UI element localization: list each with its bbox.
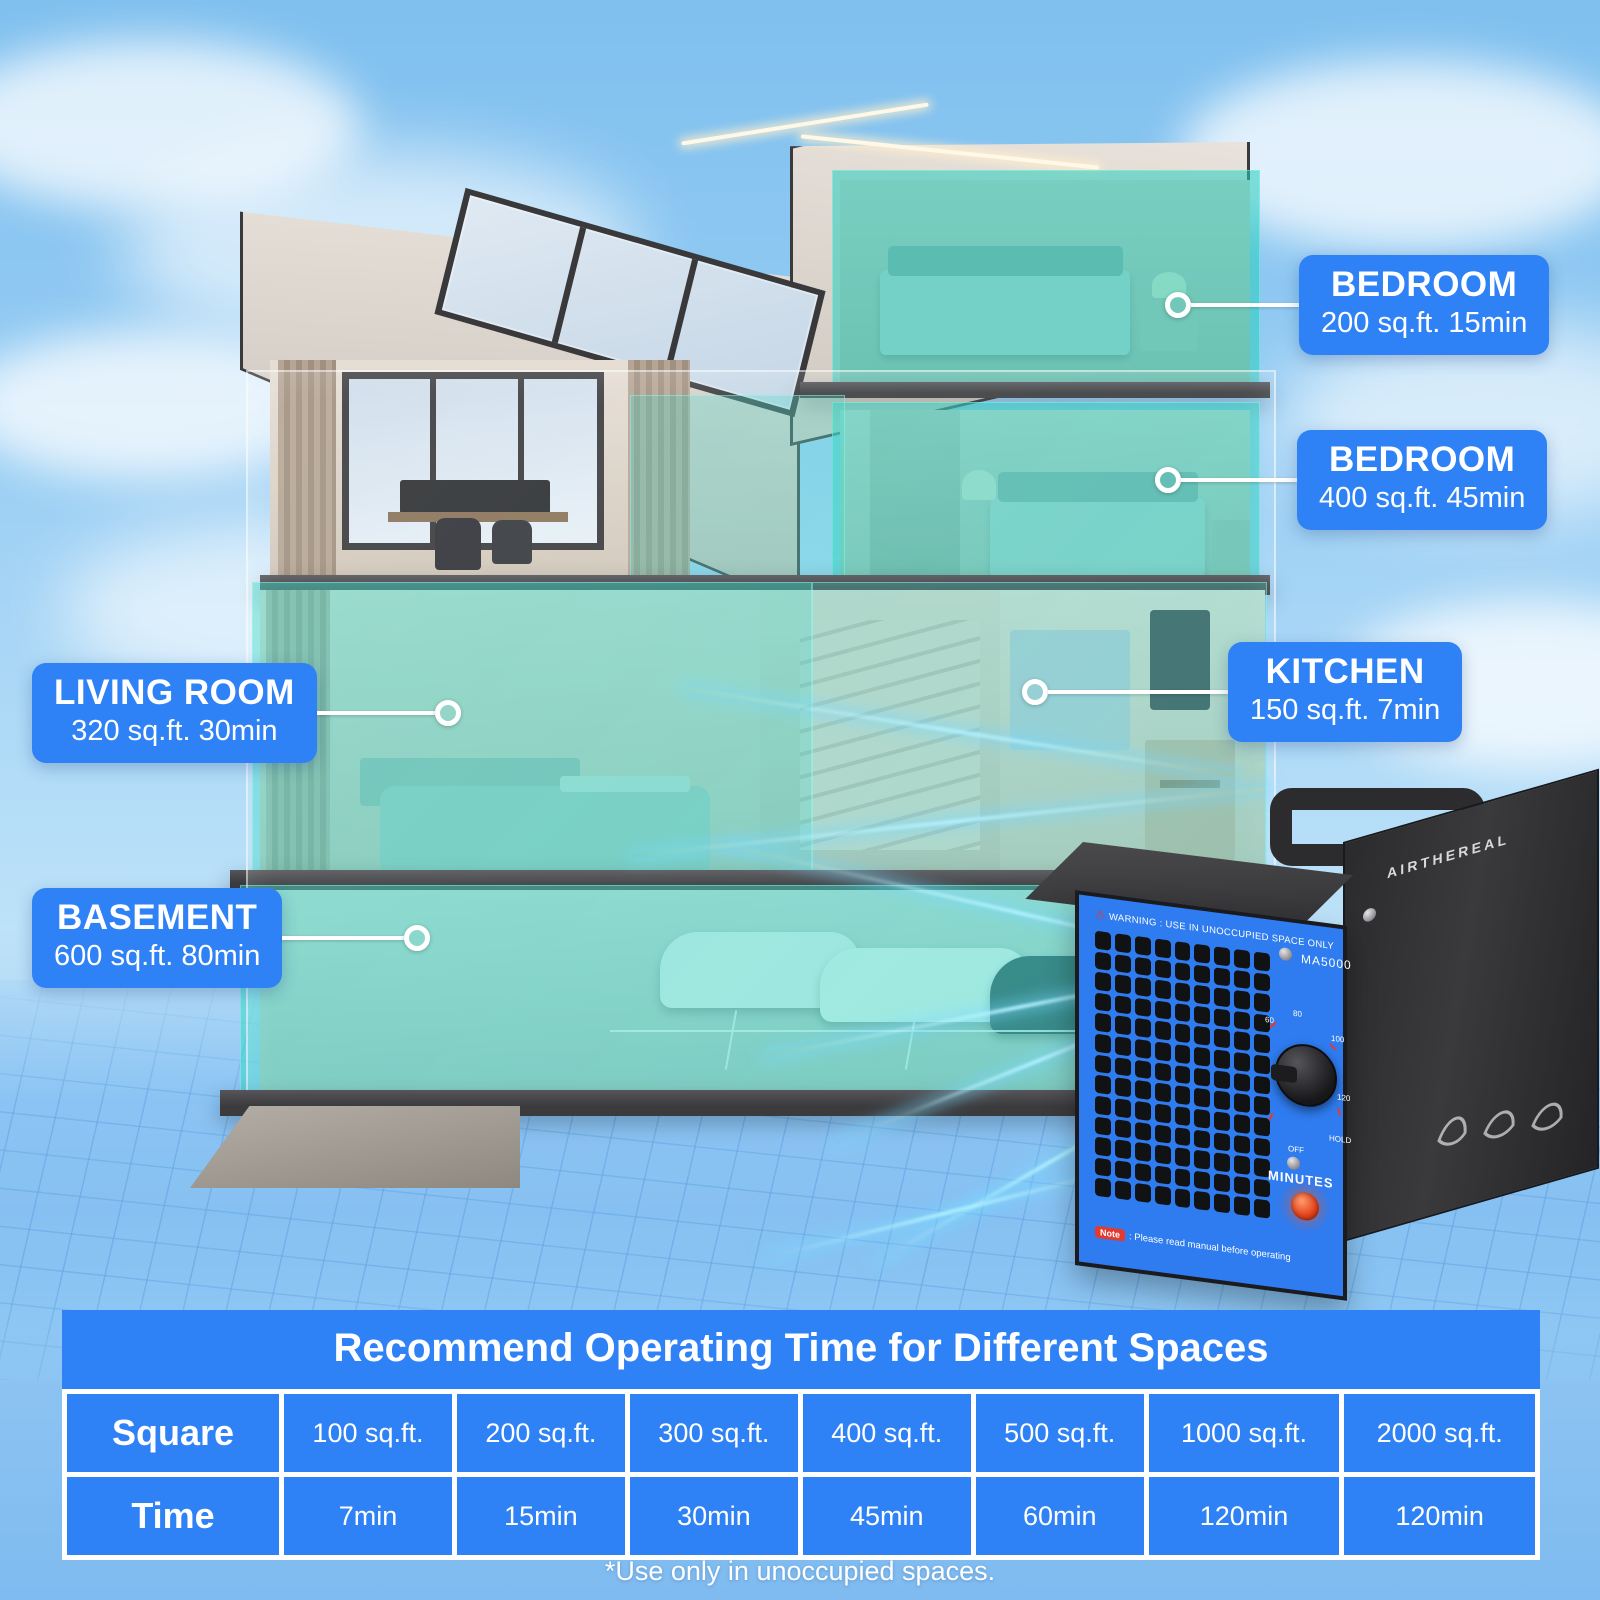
ozone-generator-device: AIRTHEREAL ⚠ WARNING : USE IN UNOCCUPIED… bbox=[1025, 768, 1599, 1301]
dial-tick-120: 120 bbox=[1337, 1092, 1351, 1104]
device-brand-label: AIRTHEREAL bbox=[1387, 830, 1510, 882]
entry-ramp bbox=[190, 1106, 520, 1188]
callout-title: BASEMENT bbox=[56, 898, 258, 937]
callout-pill[interactable]: BEDROOM 400 sq.ft. 45min bbox=[1297, 430, 1548, 530]
dial-tick-100: 100 bbox=[1331, 1033, 1345, 1045]
warning-triangle-icon: ⚠ bbox=[1095, 906, 1107, 923]
callout-dot-icon bbox=[404, 924, 431, 951]
ceiling-light-strip bbox=[681, 102, 929, 146]
cell-time-3: 45min bbox=[802, 1477, 971, 1555]
callout-leader-line bbox=[282, 935, 405, 940]
cell-square-5: 1000 sq.ft. bbox=[1148, 1394, 1340, 1472]
row-header-time: Time bbox=[67, 1477, 279, 1555]
cell-time-1: 15min bbox=[456, 1477, 625, 1555]
callout-pill[interactable]: LIVING ROOM 320 sq.ft. 30min bbox=[32, 663, 317, 763]
callout-bedroom-1[interactable]: BEDROOM 200 sq.ft. 15min bbox=[1165, 255, 1550, 355]
device-model-label: MA5000 bbox=[1301, 951, 1352, 973]
callout-leader-line bbox=[1191, 302, 1299, 307]
screw-icon bbox=[1363, 906, 1376, 924]
callout-detail: 150 sq.ft. 7min bbox=[1250, 693, 1441, 726]
callout-title: BEDROOM bbox=[1331, 265, 1518, 304]
cell-square-3: 400 sq.ft. bbox=[802, 1394, 971, 1472]
floor-slab-top bbox=[800, 382, 1270, 398]
airflow-logo-icon bbox=[1437, 1102, 1563, 1146]
callout-detail: 600 sq.ft. 80min bbox=[54, 939, 261, 972]
callout-leader-line bbox=[1048, 689, 1228, 694]
callout-pill[interactable]: BEDROOM 200 sq.ft. 15min bbox=[1299, 255, 1550, 355]
cell-time-4: 60min bbox=[975, 1477, 1144, 1555]
dial-tick-hold: HOLD bbox=[1329, 1133, 1352, 1146]
cell-time-2: 30min bbox=[629, 1477, 798, 1555]
table-row-square: Square 100 sq.ft. 200 sq.ft. 300 sq.ft. … bbox=[67, 1394, 1535, 1472]
timer-knob[interactable] bbox=[1275, 1040, 1337, 1111]
staircase-area bbox=[760, 590, 1010, 880]
callout-dot-icon bbox=[434, 699, 461, 726]
living-room bbox=[260, 590, 780, 880]
mid-floor-office bbox=[270, 360, 690, 610]
callout-dot-icon bbox=[1022, 678, 1048, 705]
screw-icon bbox=[1279, 946, 1292, 962]
callout-detail: 320 sq.ft. 30min bbox=[71, 714, 278, 747]
operating-time-table-panel: Recommend Operating Time for Different S… bbox=[62, 1310, 1540, 1560]
footnote-text: *Use only in unoccupied spaces. bbox=[604, 1556, 996, 1586]
cell-square-4: 500 sq.ft. bbox=[975, 1394, 1144, 1472]
power-indicator-light[interactable] bbox=[1291, 1190, 1319, 1223]
dial-tick-off: OFF bbox=[1288, 1144, 1304, 1156]
callout-detail: 200 sq.ft. 15min bbox=[1321, 306, 1528, 339]
device-air-grille bbox=[1095, 930, 1270, 1219]
cell-time-0: 7min bbox=[284, 1477, 452, 1555]
callout-title: LIVING ROOM bbox=[54, 673, 295, 712]
callout-detail: 400 sq.ft. 45min bbox=[1319, 481, 1526, 514]
callout-bedroom-2[interactable]: BEDROOM 400 sq.ft. 45min bbox=[1155, 430, 1548, 530]
callout-pill[interactable]: BASEMENT 600 sq.ft. 80min bbox=[32, 888, 283, 988]
device-front-panel: ⚠ WARNING : USE IN UNOCCUPIED SPACE ONLY… bbox=[1075, 890, 1352, 1301]
cell-square-6: 2000 sq.ft. bbox=[1344, 1394, 1535, 1472]
note-tag-badge: Note bbox=[1095, 1225, 1125, 1242]
device-note-text: Note: Please read manual before operatin… bbox=[1095, 1225, 1291, 1263]
table-title: Recommend Operating Time for Different S… bbox=[62, 1310, 1540, 1389]
cell-square-0: 100 sq.ft. bbox=[284, 1394, 452, 1472]
minutes-label: MINUTES bbox=[1268, 1167, 1334, 1192]
callout-title: KITCHEN bbox=[1265, 652, 1425, 691]
cell-time-6: 120min bbox=[1344, 1477, 1535, 1555]
callout-dot-icon bbox=[1155, 466, 1181, 493]
callout-title: BEDROOM bbox=[1329, 440, 1516, 479]
screw-icon bbox=[1287, 1155, 1300, 1171]
callout-pill[interactable]: KITCHEN 150 sq.ft. 7min bbox=[1228, 642, 1463, 742]
dial-tick-80: 80 bbox=[1293, 1008, 1302, 1019]
floor-slab-lower bbox=[230, 870, 1275, 892]
cell-square-2: 300 sq.ft. bbox=[629, 1394, 798, 1472]
operating-time-table: Square 100 sq.ft. 200 sq.ft. 300 sq.ft. … bbox=[62, 1389, 1540, 1560]
cell-time-5: 120min bbox=[1148, 1477, 1340, 1555]
row-header-square: Square bbox=[67, 1394, 279, 1472]
callout-kitchen[interactable]: KITCHEN 150 sq.ft. 7min bbox=[1022, 642, 1463, 742]
cell-square-1: 200 sq.ft. bbox=[456, 1394, 625, 1472]
callout-living-room[interactable]: LIVING ROOM 320 sq.ft. 30min bbox=[32, 663, 461, 763]
callout-leader-line bbox=[1181, 477, 1297, 482]
callout-basement[interactable]: BASEMENT 600 sq.ft. 80min bbox=[32, 888, 431, 988]
device-side-panel: AIRTHEREAL bbox=[1343, 768, 1599, 1242]
callout-leader-line bbox=[316, 710, 435, 715]
callout-dot-icon bbox=[1165, 291, 1191, 318]
table-row-time: Time 7min 15min 30min 45min 60min 120min… bbox=[67, 1477, 1535, 1555]
